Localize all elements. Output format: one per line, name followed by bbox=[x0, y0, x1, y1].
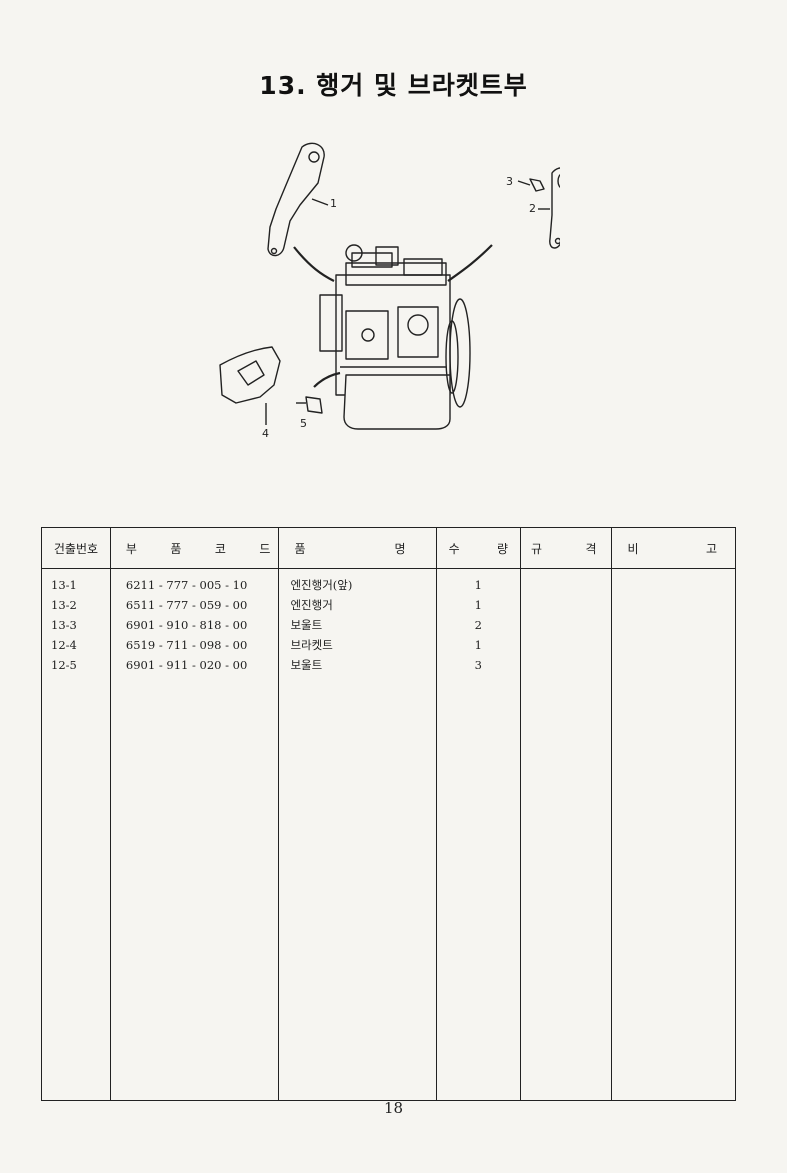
part-code: 6519 - 711 - 098 - 00 bbox=[125, 638, 248, 652]
table-header-row: 건출번호 부 품 코 드 품 명 bbox=[41, 527, 737, 569]
label-part-5: 5 bbox=[300, 417, 307, 430]
column-spec bbox=[520, 568, 612, 1101]
rear-engine-hanger-drawing bbox=[549, 167, 560, 249]
header-part-code: 부 품 코 드 bbox=[109, 527, 280, 569]
header-note-char: 고 bbox=[705, 541, 717, 556]
part-code: 6211 - 777 - 005 - 10 bbox=[125, 578, 248, 592]
part-quantity: 2 bbox=[474, 618, 482, 632]
front-engine-hanger-drawing bbox=[267, 142, 325, 257]
page-number: 18 bbox=[383, 1099, 404, 1117]
column-part-name: 엔진행거(앞) 엔진행거 보울트 브라켓트 보울트 bbox=[278, 568, 437, 1101]
header-quantity: 수 량 bbox=[435, 527, 522, 569]
exploded-diagram: 1 2 3 4 5 bbox=[200, 135, 560, 455]
header-code-char: 부 bbox=[125, 541, 137, 556]
part-quantity: 1 bbox=[474, 598, 482, 612]
part-name: 엔진행거 bbox=[290, 598, 333, 612]
header-qty-char: 량 bbox=[497, 541, 509, 556]
part-code: 6511 - 777 - 059 - 00 bbox=[125, 598, 248, 612]
header-code-char: 품 bbox=[170, 541, 182, 556]
parts-table: 건출번호 부 품 코 드 품 명 bbox=[41, 527, 737, 1101]
header-part-number-label: 건출번호 bbox=[53, 541, 99, 556]
part-quantity: 1 bbox=[474, 638, 482, 652]
oil-pan-drawing bbox=[343, 374, 451, 430]
header-spec-char: 격 bbox=[585, 541, 597, 556]
part-code: 6901 - 910 - 818 - 00 bbox=[125, 618, 248, 632]
column-quantity: 1 1 2 1 3 bbox=[435, 568, 522, 1101]
bracket-bolt-drawing bbox=[305, 396, 323, 414]
engine-illustration bbox=[219, 142, 560, 430]
column-note bbox=[610, 568, 737, 1101]
page-title: 13. 행거 및 브라켓트부 bbox=[259, 71, 528, 100]
header-note-char: 비 bbox=[627, 541, 639, 556]
part-quantity: 1 bbox=[474, 578, 482, 592]
label-part-2: 2 bbox=[529, 202, 536, 215]
part-number: 13-1 bbox=[51, 578, 77, 592]
part-number: 13-2 bbox=[51, 598, 77, 612]
part-number: 12-5 bbox=[51, 658, 77, 672]
header-qty-char: 수 bbox=[448, 541, 460, 556]
label-part-1: 1 bbox=[330, 197, 337, 210]
column-part-code: 6211 - 777 - 005 - 10 6511 - 777 - 059 -… bbox=[109, 568, 280, 1101]
part-name: 보울트 bbox=[290, 618, 323, 632]
label-part-4: 4 bbox=[262, 427, 269, 440]
header-code-char: 드 bbox=[259, 541, 271, 556]
header-name-char: 명 bbox=[394, 541, 406, 556]
header-code-char: 코 bbox=[214, 541, 226, 556]
header-part-number: 건출번호 bbox=[41, 527, 111, 569]
part-code: 6901 - 911 - 020 - 00 bbox=[125, 658, 248, 672]
bracket-drawing bbox=[219, 346, 281, 404]
header-part-name: 품 명 bbox=[278, 527, 437, 569]
header-spec: 규 격 bbox=[520, 527, 612, 569]
part-quantity: 3 bbox=[474, 658, 482, 672]
header-name-char: 품 bbox=[294, 541, 306, 556]
label-part-3: 3 bbox=[506, 175, 513, 188]
column-part-number: 13-1 13-2 13-3 12-4 12-5 bbox=[41, 568, 111, 1101]
part-name: 보울트 bbox=[290, 658, 323, 672]
part-number: 13-3 bbox=[51, 618, 77, 632]
header-spec-char: 규 bbox=[531, 541, 543, 556]
part-name: 브라켓트 bbox=[290, 638, 333, 652]
part-name: 엔진행거(앞) bbox=[290, 578, 353, 592]
header-note: 비 고 bbox=[610, 527, 737, 569]
part-number: 12-4 bbox=[51, 638, 77, 652]
table-body-row: 13-1 13-2 13-3 12-4 12-5 6211 - 777 - 00… bbox=[41, 568, 737, 1101]
hanger-bolt-drawing bbox=[529, 178, 545, 192]
